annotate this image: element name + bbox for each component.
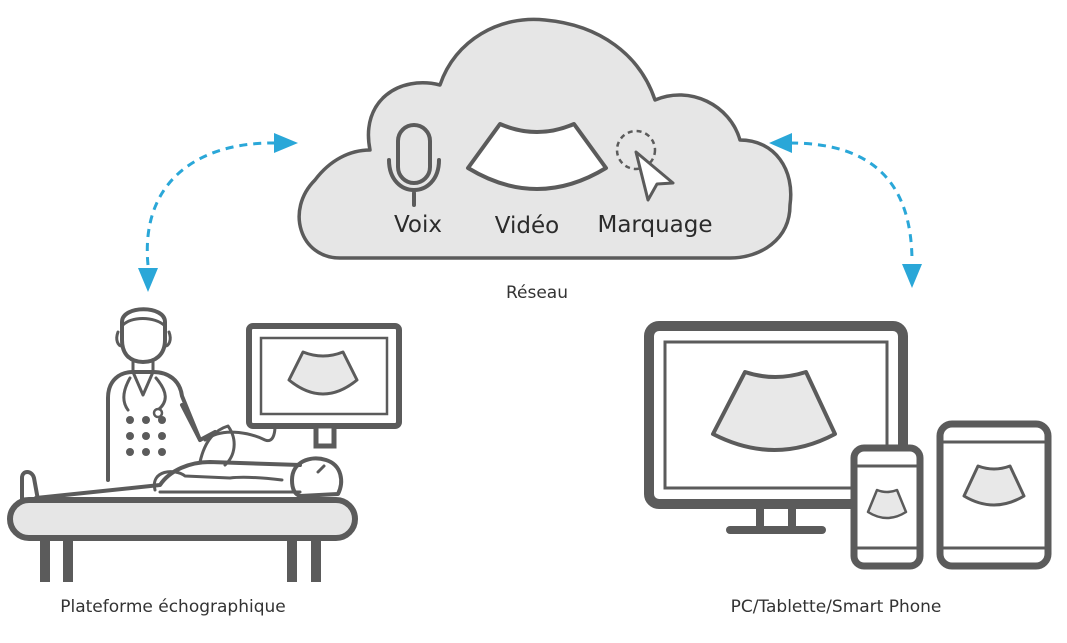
devices-illustration [644,321,1052,570]
right-bidirectional-arrow [769,133,922,288]
left-bidirectional-arrow [138,133,298,292]
video-label: Vidéo [495,213,559,239]
voice-label: Voix [394,212,442,238]
network-label: Réseau [506,283,568,303]
ultrasound-image-icon [466,122,608,191]
ultrasound-monitor-icon [246,323,402,449]
exam-table-icon [7,497,358,582]
cursor-marking-icon [615,129,675,202]
microphone-icon [387,123,441,207]
patient-icon [20,424,344,504]
smartphone-icon [850,444,924,570]
desktop-monitor-icon [644,321,908,534]
ultrasound-platform-label: Plateforme échographique [60,597,286,617]
devices-label: PC/Tablette/Smart Phone [731,597,942,617]
doctor-icon [106,307,217,482]
ultrasound-platform-illustration [7,307,402,582]
tablet-icon [936,420,1052,570]
marking-label: Marquage [597,212,712,238]
